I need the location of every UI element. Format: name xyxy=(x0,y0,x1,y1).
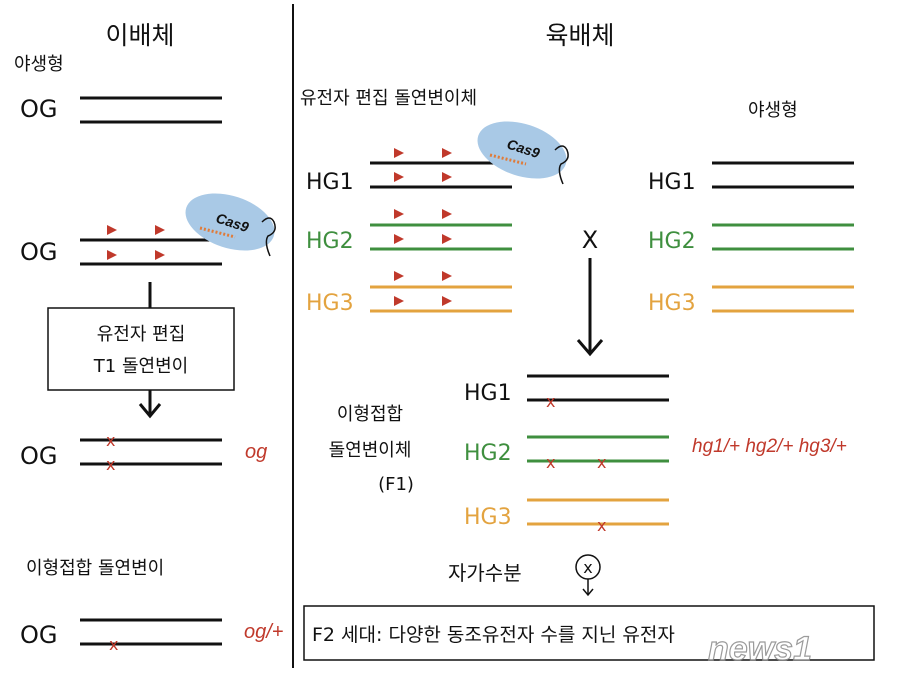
left-wild-type-label: 야생형 xyxy=(14,54,64,75)
down-arrow-head xyxy=(138,403,162,419)
f1-hg2: HG2 x x xyxy=(464,435,669,472)
mutation-mark: x xyxy=(106,455,115,474)
target-arrow xyxy=(442,234,452,244)
cas9-icon-right: Cas9 xyxy=(477,121,569,185)
self-symbol: x xyxy=(583,558,592,577)
editing-box-line2: T1 돌연변이 xyxy=(93,356,188,377)
mutation-mark: x xyxy=(597,453,606,472)
self-arrow-head xyxy=(582,588,594,597)
og-label-wild: OG xyxy=(20,95,58,123)
target-arrow xyxy=(394,271,404,281)
svg-text:news1: news1 xyxy=(708,630,812,668)
target-arrow xyxy=(155,225,165,235)
watermark-logo: news1 xyxy=(707,629,812,668)
hetero-label-line3: (F1) xyxy=(378,474,414,495)
target-arrow xyxy=(394,296,404,306)
wild-hg1: HG1 xyxy=(648,161,854,195)
target-arrow xyxy=(394,234,404,244)
heterozygous-genotype: og/+ xyxy=(244,621,283,643)
mutation-mark: x xyxy=(546,392,555,411)
right-wild-type-label: 야생형 xyxy=(748,100,798,121)
og-label-mutant: OG xyxy=(20,442,58,470)
f1-hg1: HG1 x xyxy=(464,374,669,411)
target-arrow xyxy=(107,225,117,235)
svg-text:HG3: HG3 xyxy=(306,291,354,316)
og-label-hetero: OG xyxy=(20,621,58,649)
f2-box xyxy=(303,605,875,661)
edited-hg3: HG3 xyxy=(306,271,512,316)
svg-text:HG1: HG1 xyxy=(464,381,512,406)
mutation-mark: x xyxy=(597,516,606,535)
edited-hg1: HG1 xyxy=(306,148,512,195)
target-arrow xyxy=(394,148,404,158)
target-arrow xyxy=(394,209,404,219)
edited-hg2: HG2 xyxy=(306,209,512,254)
cas9-icon-left: Cas9 xyxy=(185,193,276,257)
svg-text:HG3: HG3 xyxy=(464,505,512,530)
target-arrow xyxy=(107,250,117,260)
left-title: 이배체 xyxy=(105,21,174,50)
hetero-label-line1: 이형접합 xyxy=(337,404,403,425)
f1-hg3: HG3 x xyxy=(464,498,669,535)
cross-mark: X xyxy=(582,226,598,254)
f2-text: F2 세대: 다양한 동조유전자 수를 지닌 유전자 xyxy=(312,624,675,646)
og-label-editing: OG xyxy=(20,238,58,266)
editing-box xyxy=(47,307,235,391)
heterozygous-title: 이형접합 돌연변이 xyxy=(26,558,164,579)
homozygous-genotype: og xyxy=(245,441,267,463)
self-pollination-label: 자가수분 xyxy=(448,561,522,585)
mutation-mark: x xyxy=(546,453,555,472)
target-arrow xyxy=(442,148,452,158)
wild-hg2: HG2 xyxy=(648,223,854,254)
mutation-mark: x xyxy=(106,431,115,450)
target-arrow xyxy=(155,250,165,260)
svg-text:HG2: HG2 xyxy=(464,441,512,466)
svg-text:HG1: HG1 xyxy=(306,170,354,195)
editing-box-line1: 유전자 편집 xyxy=(97,324,186,345)
svg-text:HG2: HG2 xyxy=(648,229,696,254)
svg-text:HG2: HG2 xyxy=(306,229,354,254)
target-arrow xyxy=(442,172,452,182)
svg-text:HG3: HG3 xyxy=(648,291,696,316)
target-arrow xyxy=(442,296,452,306)
target-arrow xyxy=(442,271,452,281)
right-title: 육배체 xyxy=(545,21,614,50)
edited-mutant-title: 유전자 편집 돌연변이체 xyxy=(300,88,477,109)
f1-genotype: hg1/+ hg2/+ hg3/+ xyxy=(692,436,847,457)
svg-text:HG1: HG1 xyxy=(648,170,696,195)
cross-arrow-head xyxy=(576,339,604,357)
mutation-mark: x xyxy=(109,635,118,654)
target-arrow xyxy=(394,172,404,182)
wild-hg3: HG3 xyxy=(648,285,854,316)
hetero-label-line2: 돌연변이체 xyxy=(329,440,412,461)
target-arrow xyxy=(442,209,452,219)
